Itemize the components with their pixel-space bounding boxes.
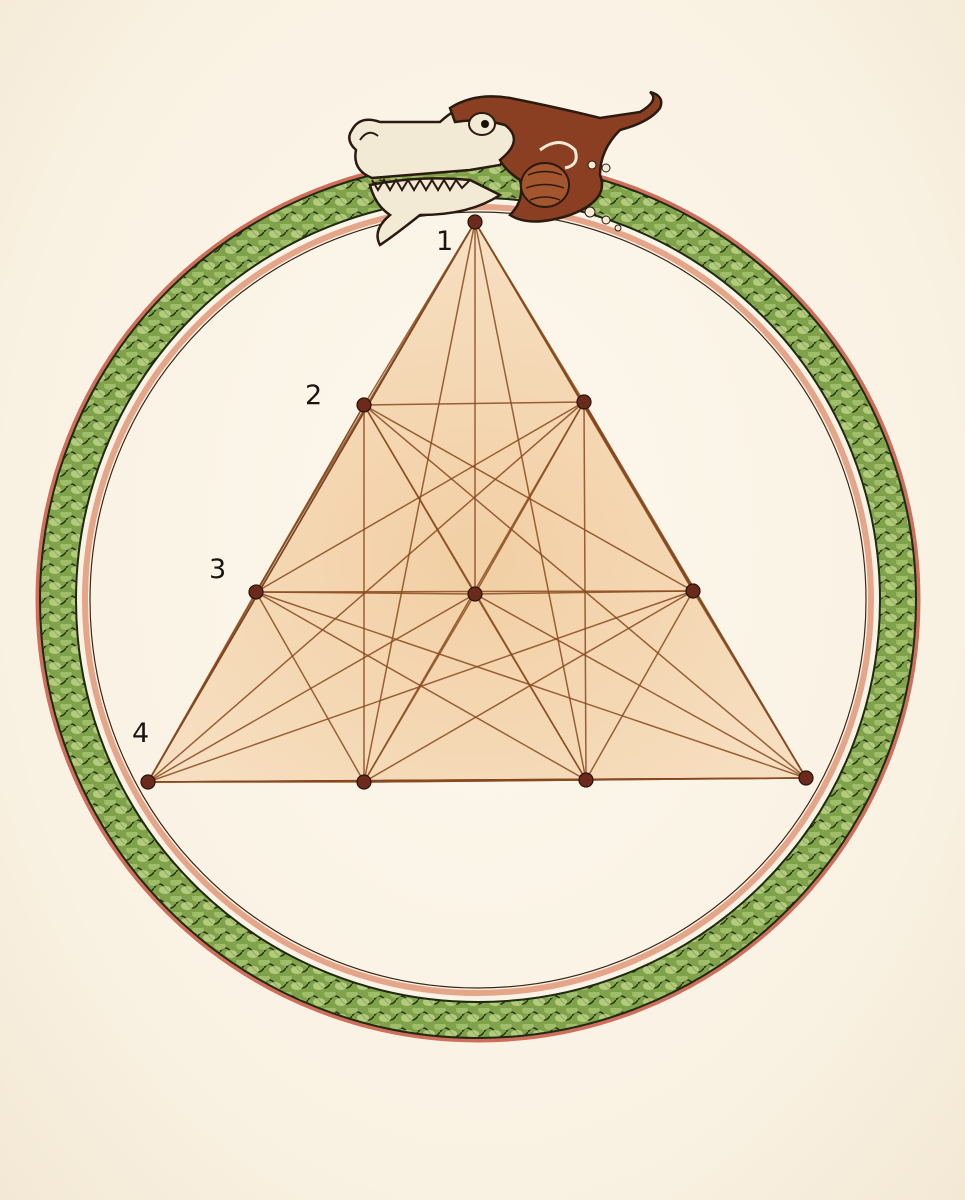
tetractys-triangle [140, 214, 814, 790]
tetractys-point-4 [248, 584, 264, 600]
connecting-line [474, 593, 807, 779]
tetractys-point-8 [356, 774, 372, 790]
tetractys-point-6 [685, 583, 701, 599]
tetractys-point-9 [578, 772, 594, 788]
tetractys-point-1 [467, 214, 483, 230]
tetractys-point-5 [467, 586, 483, 602]
row-label-3: 3 [209, 554, 227, 585]
connecting-line [363, 221, 476, 783]
connecting-line [363, 401, 585, 406]
serpent-inner-line [89, 211, 867, 989]
connecting-line [474, 590, 694, 595]
dragon-head-icon [348, 90, 663, 247]
connecting-line [692, 590, 807, 779]
connecting-line [255, 591, 365, 783]
connecting-line [363, 590, 694, 783]
tetractys-point-2 [356, 397, 372, 413]
triangle-fill [146, 220, 808, 783]
connecting-line [147, 221, 476, 783]
connecting-line [474, 593, 587, 781]
connecting-line [474, 221, 587, 781]
tetractys-point-3 [576, 394, 592, 410]
connecting-line [585, 590, 694, 781]
connecting-line [255, 401, 585, 593]
connecting-line [147, 591, 257, 783]
connecting-line [585, 777, 807, 781]
tetractys-point-7 [140, 774, 156, 790]
row-label-2: 2 [305, 380, 323, 411]
row-label-1: 1 [436, 226, 454, 257]
tetractys-points [140, 214, 814, 790]
connecting-line [147, 590, 694, 783]
serpent-scaled-body [40, 162, 916, 1038]
row-label-4: 4 [132, 718, 150, 749]
connecting-line [147, 593, 476, 783]
connecting-line [363, 593, 476, 783]
connecting-lines [147, 221, 807, 783]
tetractys-point-10 [798, 770, 814, 786]
